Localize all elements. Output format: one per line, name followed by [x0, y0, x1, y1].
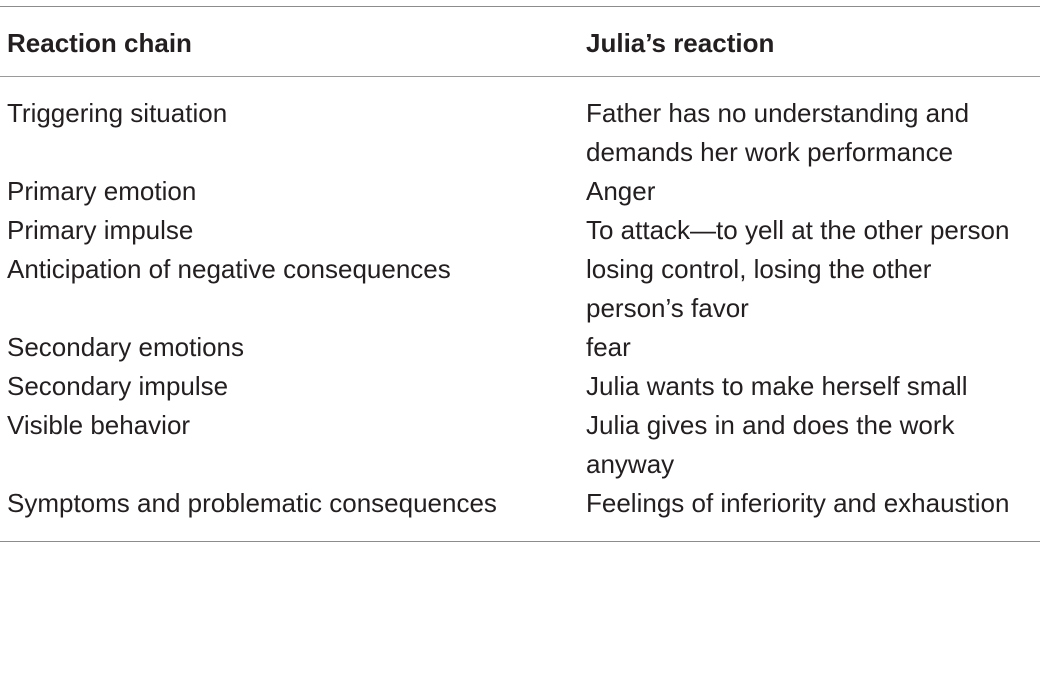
- cell-julias-reaction: losing control, losing the other person’…: [586, 254, 932, 323]
- table-row: Secondary emotions fear: [0, 328, 1040, 367]
- header-reaction-chain: Reaction chain: [7, 27, 192, 58]
- header-julias-reaction: Julia’s reaction: [586, 27, 775, 58]
- cell-julias-reaction: fear: [586, 332, 631, 362]
- cell-julias-reaction: Julia wants to make herself small: [586, 371, 968, 401]
- cell-reaction-chain: Primary impulse: [7, 215, 194, 245]
- cell-reaction-chain: Primary emotion: [7, 176, 197, 206]
- cell-reaction-chain: Secondary emotions: [7, 332, 245, 362]
- cell-julias-reaction: Anger: [586, 176, 656, 206]
- table-row: Primary impulse To attack—to yell at the…: [0, 211, 1040, 250]
- table-row: Visible behavior Julia gives in and does…: [0, 406, 1040, 484]
- cell-reaction-chain: Triggering situation: [7, 98, 228, 128]
- table-top-rule: [0, 6, 1040, 7]
- cell-julias-reaction: To attack—to yell at the other person: [586, 215, 1010, 245]
- table-row: Triggering situation Father has no under…: [0, 94, 1040, 172]
- table-row: Anticipation of negative consequences lo…: [0, 250, 1040, 328]
- table-row: Primary emotion Anger: [0, 172, 1040, 211]
- table-header-row: Reaction chain Julia’s reaction: [0, 7, 1040, 76]
- cell-reaction-chain: Secondary impulse: [7, 371, 229, 401]
- table-row: Secondary impulse Julia wants to make he…: [0, 367, 1040, 406]
- reaction-chain-table: Reaction chain Julia’s reaction Triggeri…: [0, 6, 1040, 542]
- cell-reaction-chain: Symptoms and problematic consequences: [7, 488, 497, 518]
- cell-reaction-chain: Visible behavior: [7, 410, 191, 440]
- cell-julias-reaction: Feelings of inferiority and exhaustion: [586, 488, 1010, 518]
- table-body: Triggering situation Father has no under…: [0, 77, 1040, 541]
- cell-reaction-chain: Anticipation of negative consequences: [7, 254, 451, 284]
- cell-julias-reaction: Father has no understanding and demands …: [586, 98, 970, 167]
- table-header-rule: [0, 76, 1040, 77]
- cell-julias-reaction: Julia gives in and does the work anyway: [586, 410, 955, 479]
- table-row: Symptoms and problematic consequences Fe…: [0, 484, 1040, 523]
- table-bottom-rule: [0, 541, 1040, 542]
